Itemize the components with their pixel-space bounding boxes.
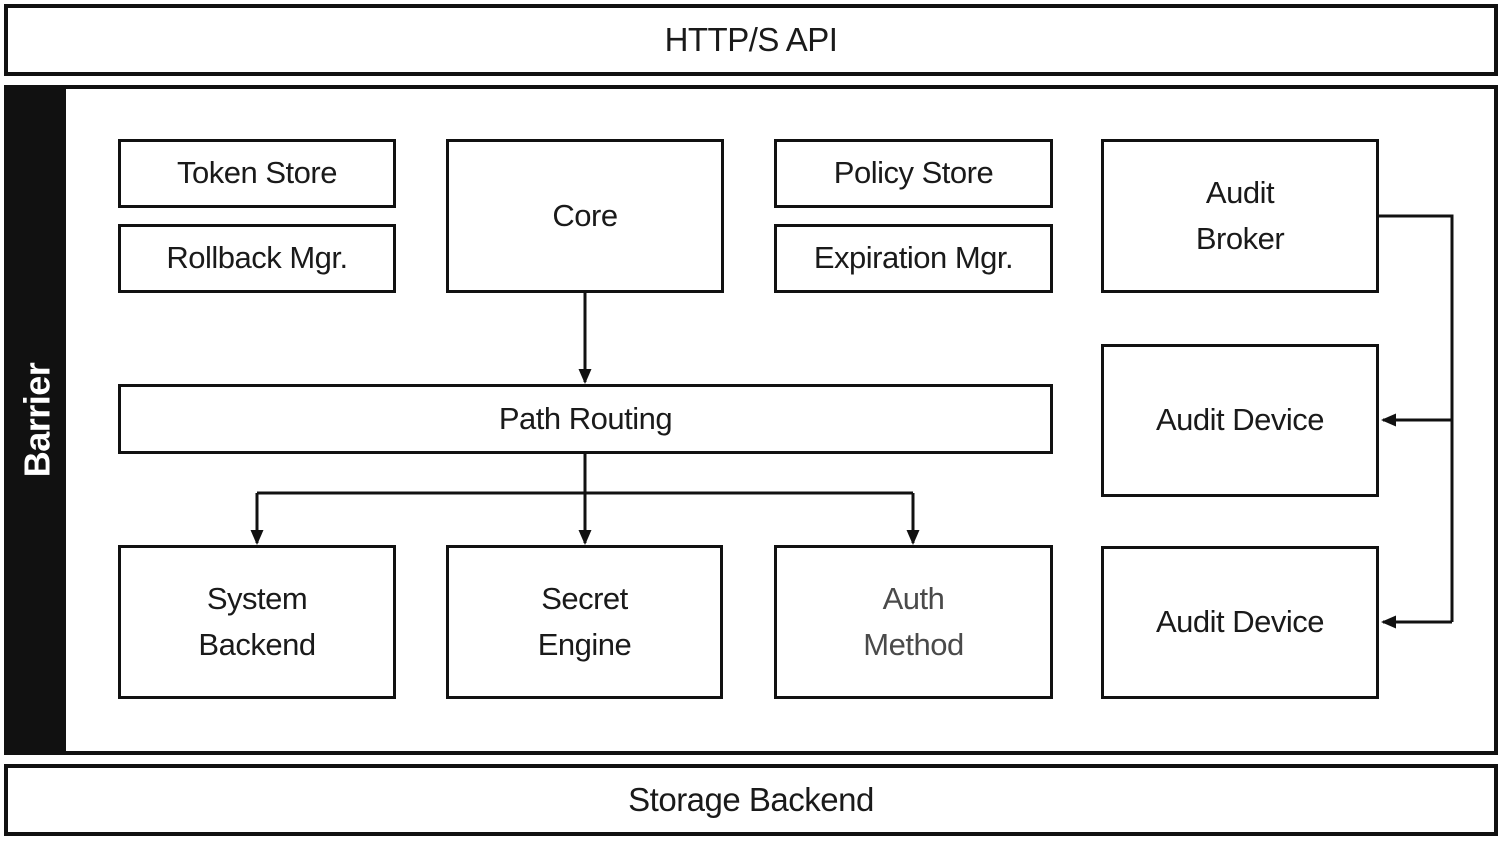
node-audit-device-1-label: Audit Device <box>1155 402 1325 438</box>
node-policy-store-label: Policy Store <box>833 155 994 191</box>
storage-backend-bar: Storage Backend <box>4 764 1498 836</box>
barrier-label: Barrier <box>16 362 58 478</box>
barrier-strip: Barrier <box>8 89 66 751</box>
node-auth-method: Auth Method <box>774 545 1053 699</box>
node-path-routing-label: Path Routing <box>498 400 673 436</box>
node-token-store: Token Store <box>118 139 396 208</box>
node-system-backend: System Backend <box>118 545 396 699</box>
http-api-bar: HTTP/S API <box>4 4 1498 76</box>
node-core: Core <box>446 139 724 293</box>
node-audit-device-2: Audit Device <box>1101 546 1379 699</box>
node-expiration-mgr: Expiration Mgr. <box>774 224 1053 293</box>
node-system-backend-label: System Backend <box>198 580 316 663</box>
node-audit-device-2-label: Audit Device <box>1155 604 1325 640</box>
node-rollback-mgr: Rollback Mgr. <box>118 224 396 293</box>
node-secret-engine: Secret Engine <box>446 545 723 699</box>
node-auth-method-label: Auth Method <box>863 580 964 663</box>
node-audit-broker-label: Audit Broker <box>1195 174 1285 257</box>
node-policy-store: Policy Store <box>774 139 1053 208</box>
node-rollback-mgr-label: Rollback Mgr. <box>166 240 348 276</box>
http-api-label: HTTP/S API <box>664 21 838 58</box>
node-audit-broker: Audit Broker <box>1101 139 1379 293</box>
node-token-store-label: Token Store <box>177 155 337 191</box>
node-core-label: Core <box>552 197 618 233</box>
node-path-routing: Path Routing <box>118 384 1053 454</box>
storage-backend-label: Storage Backend <box>628 781 874 818</box>
node-audit-device-1: Audit Device <box>1101 344 1379 497</box>
node-secret-engine-label: Secret Engine <box>537 580 632 663</box>
node-expiration-mgr-label: Expiration Mgr. <box>813 240 1014 276</box>
